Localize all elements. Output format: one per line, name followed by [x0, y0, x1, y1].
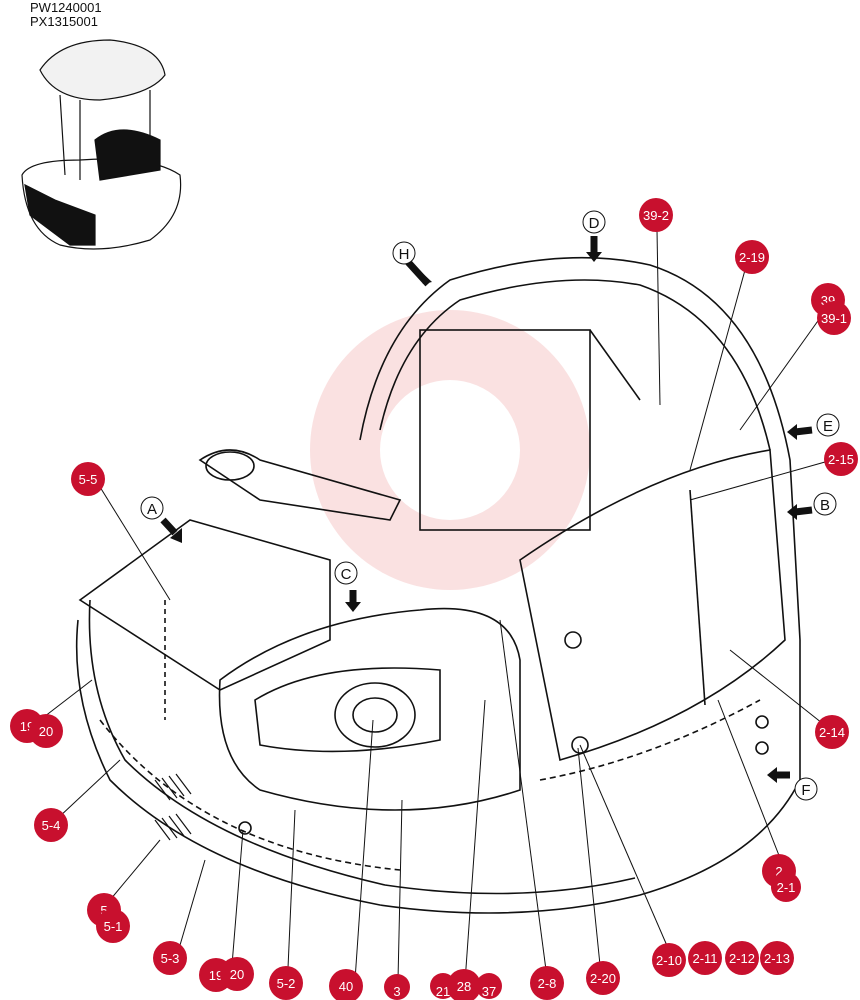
- callout-5-3: 5-3: [153, 941, 187, 975]
- svg-text:2-13: 2-13: [764, 951, 790, 966]
- svg-text:20: 20: [39, 724, 53, 739]
- callout-5-5: 5-5: [71, 462, 105, 496]
- view-label-c: C: [334, 561, 358, 585]
- view-label-d: D: [582, 210, 606, 234]
- svg-text:21: 21: [436, 984, 450, 999]
- callout-39-1: 39-1: [817, 301, 851, 335]
- part-callouts: 39-2 2-19 39 39-1 2-15 2-14 5-5 19 20 5-…: [10, 198, 858, 1000]
- svg-text:A: A: [147, 501, 157, 518]
- svg-text:39-1: 39-1: [821, 311, 847, 326]
- callout-2-1: 2-1: [771, 872, 801, 902]
- leader-lines: [39, 229, 826, 983]
- callout-20: 20: [29, 714, 63, 748]
- callout-2-8: 2-8: [530, 966, 564, 1000]
- callout-39-2: 39-2: [639, 198, 673, 232]
- svg-text:3: 3: [393, 984, 400, 999]
- svg-text:5-3: 5-3: [161, 951, 180, 966]
- callout-5-1: 5-1: [96, 909, 130, 943]
- svg-text:D: D: [589, 215, 600, 232]
- svg-text:2-8: 2-8: [538, 976, 557, 991]
- svg-text:5-1: 5-1: [104, 919, 123, 934]
- svg-text:2-10: 2-10: [656, 953, 682, 968]
- svg-text:2-15: 2-15: [828, 452, 854, 467]
- svg-text:E: E: [823, 418, 833, 435]
- svg-text:2-1: 2-1: [777, 880, 796, 895]
- model-code-2: PX1315001: [30, 14, 98, 29]
- view-label-f: F: [794, 777, 818, 801]
- svg-text:C: C: [341, 566, 352, 583]
- svg-text:39-2: 39-2: [643, 208, 669, 223]
- callout-5-2: 5-2: [269, 966, 303, 1000]
- callout-2-19: 2-19: [735, 240, 769, 274]
- svg-text:20: 20: [230, 967, 244, 982]
- svg-text:5-4: 5-4: [42, 818, 61, 833]
- machine-main-body: [75, 256, 801, 914]
- callout-2-13: 2-13: [760, 941, 794, 975]
- svg-text:F: F: [801, 782, 810, 799]
- svg-text:H: H: [399, 246, 410, 263]
- callout-40: 40: [329, 969, 363, 1000]
- view-labels: H D E B F A C: [140, 210, 840, 801]
- model-code-1: PW1240001: [30, 0, 102, 15]
- view-label-a: A: [140, 496, 164, 520]
- callout-2-11: 2-11: [688, 941, 722, 975]
- callout-5-4: 5-4: [34, 808, 68, 842]
- callout-37: 37: [476, 973, 502, 999]
- svg-text:2-11: 2-11: [692, 951, 717, 966]
- svg-text:5-2: 5-2: [277, 976, 296, 991]
- machine-thumbnail: [21, 39, 182, 250]
- svg-text:2-20: 2-20: [590, 971, 616, 986]
- view-label-e: E: [816, 413, 840, 437]
- svg-text:28: 28: [457, 979, 471, 994]
- callout-2-12: 2-12: [725, 941, 759, 975]
- view-label-b: B: [813, 492, 837, 516]
- svg-text:2-14: 2-14: [819, 725, 845, 740]
- callout-20b: 20: [220, 957, 254, 991]
- svg-text:37: 37: [482, 984, 496, 999]
- svg-text:5: 5: [100, 903, 107, 918]
- callout-2-10: 2-10: [652, 943, 686, 977]
- svg-text:2-19: 2-19: [739, 250, 765, 265]
- svg-text:2-12: 2-12: [729, 951, 755, 966]
- svg-text:2: 2: [775, 864, 782, 879]
- view-arrows: [160, 236, 813, 783]
- callout-2-20: 2-20: [586, 961, 620, 995]
- callout-28: 28: [447, 969, 481, 1000]
- svg-text:40: 40: [339, 979, 353, 994]
- callout-2-15: 2-15: [824, 442, 858, 476]
- watermark-gear-icon: [310, 310, 590, 590]
- view-label-h: H: [392, 241, 416, 265]
- svg-text:5-5: 5-5: [79, 472, 98, 487]
- svg-text:19: 19: [209, 968, 223, 983]
- callout-3: 3: [384, 974, 410, 1000]
- callout-2-14: 2-14: [815, 715, 849, 749]
- svg-text:B: B: [820, 497, 830, 514]
